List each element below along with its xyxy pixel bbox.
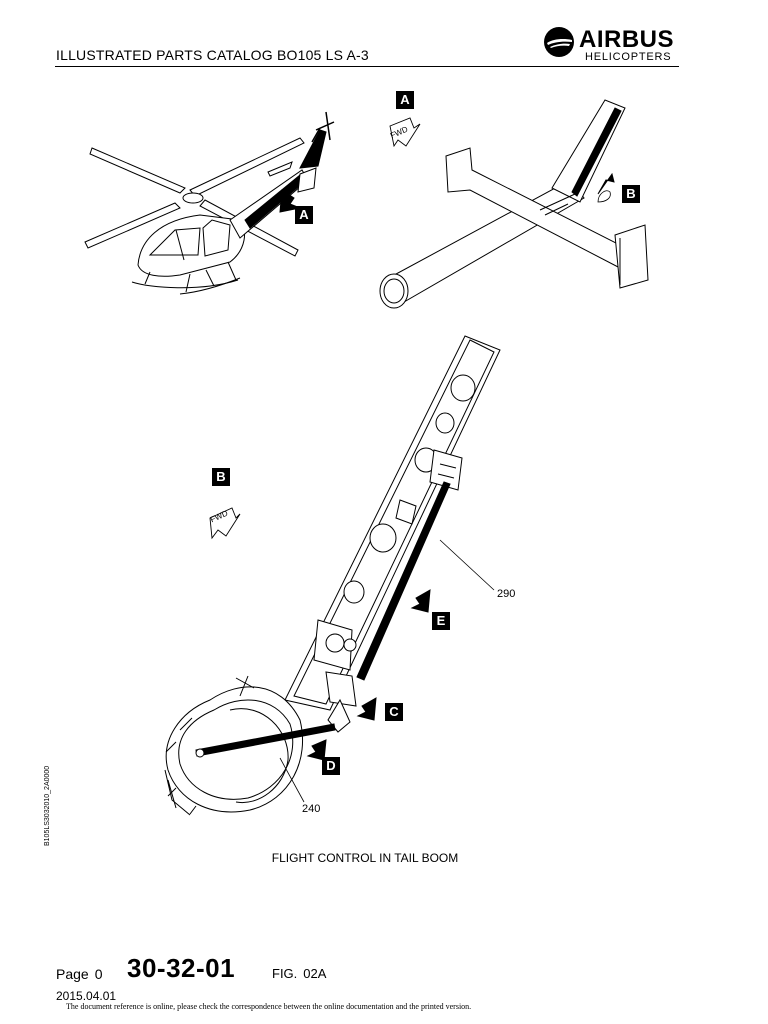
- page-label: Page: [56, 966, 89, 982]
- tail-boom-view: [379, 99, 649, 309]
- chapter-number: 30-32-01: [127, 953, 236, 983]
- logo-name: AIRBUS: [579, 26, 675, 53]
- airbus-logo: AIRBUS HELICOPTERS: [543, 24, 683, 64]
- detail-b-boom: [164, 335, 501, 816]
- view-label-b-boom: B: [622, 185, 640, 203]
- issue-date: 2015.04.01: [56, 989, 117, 1003]
- airbus-logo-mark-icon: [544, 27, 574, 57]
- header-rule: [55, 66, 679, 67]
- technical-drawing: [84, 99, 649, 816]
- figure-caption: FLIGHT CONTROL IN TAIL BOOM: [271, 851, 459, 865]
- view-label-b-detail: B: [212, 468, 230, 486]
- logo-subtitle: HELICOPTERS: [585, 51, 672, 63]
- helicopter-overview: [84, 111, 335, 295]
- online-reference-note: The document reference is online, please…: [66, 1002, 472, 1011]
- footer-figure: FIG. 02A: [272, 966, 326, 981]
- callout-240: 240: [302, 803, 321, 815]
- page-number: 0: [94, 966, 103, 982]
- view-label-a-helicopter: A: [295, 206, 313, 224]
- drawing-code: B105LS3032010_2A0000: [44, 765, 51, 846]
- view-label-d: D: [322, 757, 340, 775]
- catalog-title: ILLUSTRATED PARTS CATALOG BO105 LS A-3: [56, 47, 369, 63]
- callout-290: 290: [497, 588, 516, 600]
- view-label-a-top: A: [396, 91, 414, 109]
- view-label-e: E: [432, 612, 450, 630]
- fig-label: FIG.: [272, 966, 298, 981]
- fig-number: 02A: [303, 966, 327, 981]
- footer-page: Page 0: [56, 966, 103, 982]
- view-label-c: C: [385, 703, 403, 721]
